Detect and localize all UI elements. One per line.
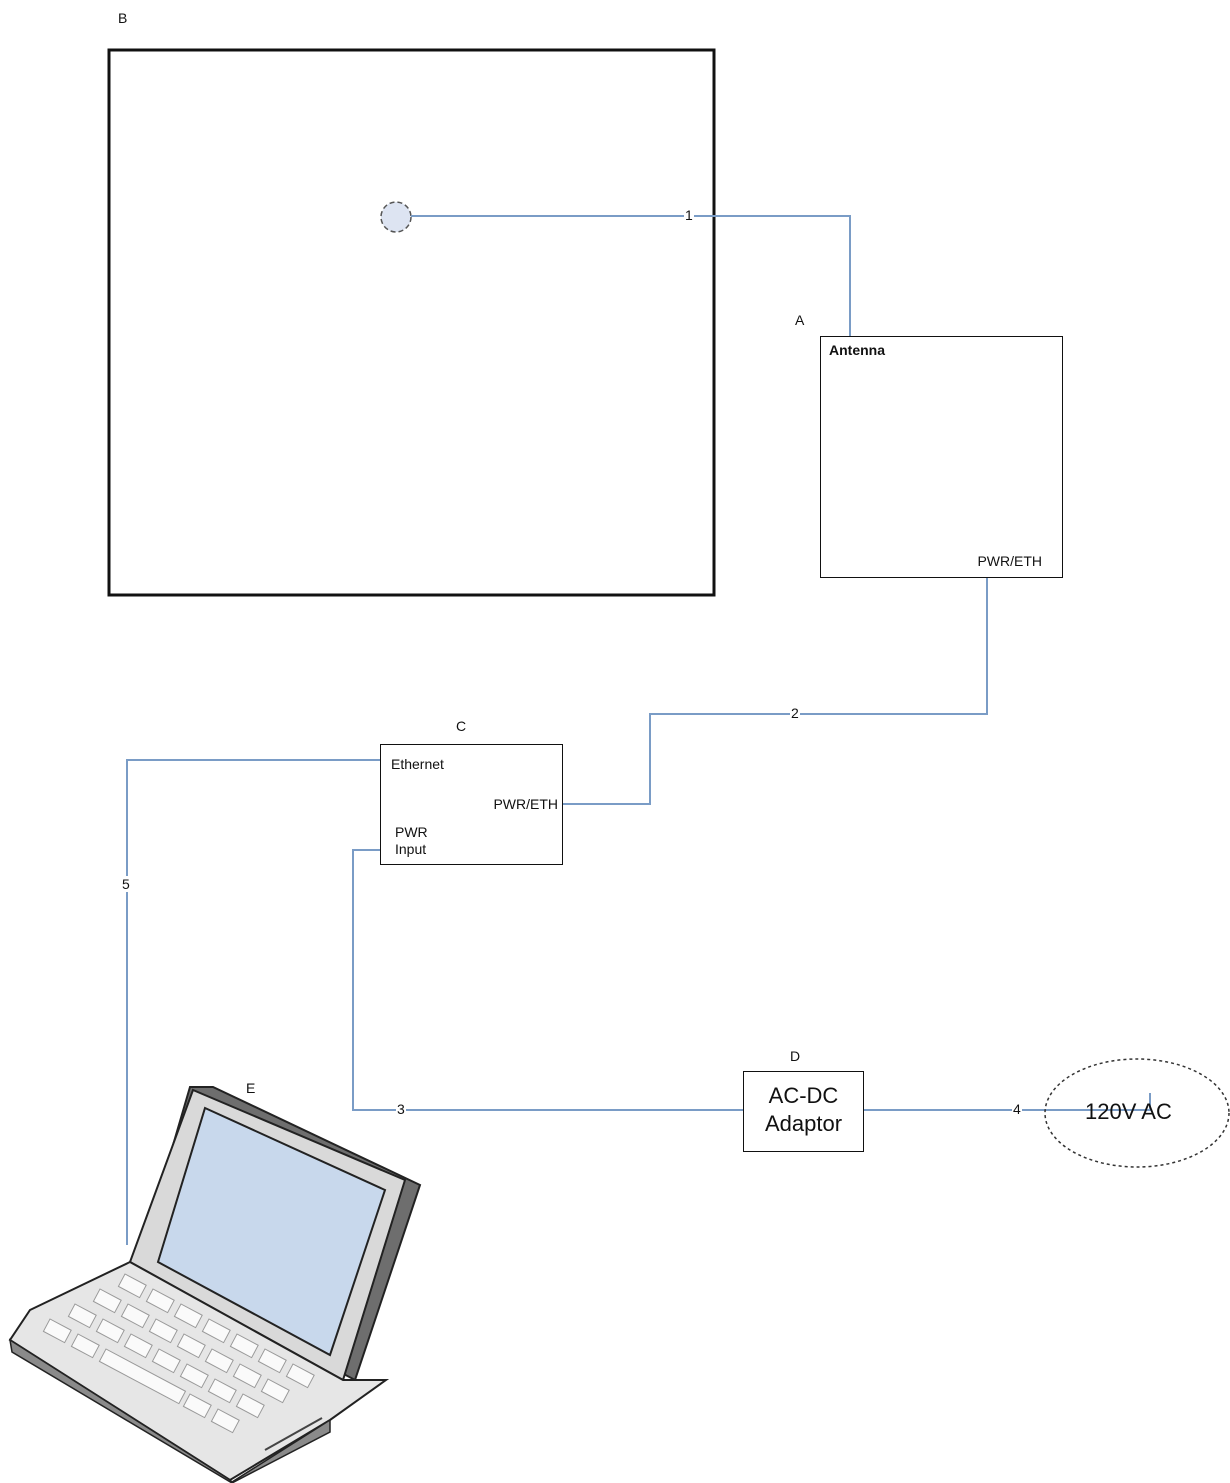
injector-pwr-eth-label: PWR/ETH: [493, 796, 558, 812]
outlet-ellipse: [1044, 1058, 1230, 1168]
injector-pwr-input-label: PWR Input: [395, 824, 428, 858]
area-b-outline: [107, 48, 716, 597]
injector-pwr-line1: PWR: [395, 824, 428, 840]
laptop-icon: [8, 1086, 422, 1483]
cable-3-label: 3: [396, 1101, 406, 1117]
antenna-title: Antenna: [829, 342, 885, 358]
outlet-label: 120V AC: [1085, 1099, 1172, 1124]
cable-2: [560, 578, 988, 805]
label-c: C: [456, 718, 467, 734]
cable-3: [352, 849, 743, 1111]
adaptor-line2: Adaptor: [764, 1111, 843, 1136]
ac-dc-adaptor-box: AC-DC Adaptor: [743, 1071, 864, 1152]
label-b: B: [118, 10, 128, 26]
poe-injector-box: Ethernet PWR/ETH PWR Input: [380, 744, 563, 865]
injector-ethernet-label: Ethernet: [391, 756, 444, 772]
antenna-port-label: PWR/ETH: [977, 553, 1042, 569]
cable-5-label: 5: [121, 876, 131, 892]
cable-1-label: 1: [684, 207, 694, 223]
adaptor-line1: AC-DC: [768, 1083, 839, 1108]
cable-4: [864, 1093, 1151, 1111]
label-e: E: [246, 1080, 256, 1096]
cable-2-label: 2: [790, 705, 800, 721]
cable-4-label: 4: [1012, 1101, 1022, 1117]
mount-point-icon: [380, 201, 412, 233]
label-a: A: [795, 312, 805, 328]
cable-1: [411, 215, 851, 336]
antenna-box: Antenna PWR/ETH: [820, 336, 1063, 578]
cable-5: [126, 759, 380, 1245]
injector-pwr-line2: Input: [395, 841, 427, 857]
label-d: D: [790, 1048, 801, 1064]
